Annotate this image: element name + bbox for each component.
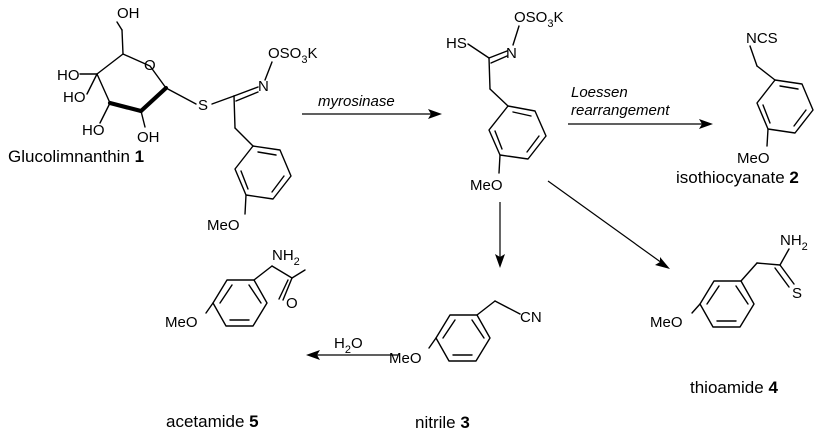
atom-oh: OH xyxy=(117,5,140,22)
arrow-hydrolysis: H2O xyxy=(306,335,398,360)
atom-thiol: HS xyxy=(446,35,467,52)
nitrile-group: CN xyxy=(520,309,542,326)
condition-rearrangement: rearrangement xyxy=(571,102,670,119)
nitrile-structure: CN MeO nitrile 3 xyxy=(389,300,542,432)
atom-methoxy: MeO xyxy=(207,217,240,234)
amide-nh2: NH2 xyxy=(272,247,300,268)
glucolimnanthin-structure: OH HO HO HO OH O S N OSO3K MeO Glucolimn… xyxy=(8,5,317,234)
atom-ho: HO xyxy=(63,89,86,106)
condition-myrosinase: myrosinase xyxy=(318,93,395,110)
arrow-to-thioamide xyxy=(547,180,670,269)
intermediate-structure: HS N OSO3K MeO xyxy=(446,9,563,194)
isothiocyanate-structure: NCS MeO isothiocyanate 2 xyxy=(676,30,814,187)
atom-ho: HO xyxy=(57,67,80,84)
compound-label-glucolimnanthin: Glucolimnanthin 1 xyxy=(8,147,144,166)
atom-oh: OH xyxy=(137,129,160,146)
condition-loessen: Loessen xyxy=(571,84,628,101)
sulfate-group: OSO3K xyxy=(514,9,563,30)
atom-methoxy: MeO xyxy=(737,150,770,167)
atom-nitrogen: N xyxy=(506,45,517,62)
condition-water: H2O xyxy=(334,335,363,356)
atom-ring-oxygen: O xyxy=(144,57,156,74)
arrow-loessen: Loessen rearrangement xyxy=(568,84,713,129)
atom-thiocarbonyl-sulfur: S xyxy=(792,285,802,302)
atom-sulfur: S xyxy=(198,97,208,114)
atom-methoxy: MeO xyxy=(165,314,198,331)
compound-label-thioamide: thioamide 4 xyxy=(690,378,778,397)
arrow-myrosinase: myrosinase xyxy=(302,93,442,119)
atom-methoxy: MeO xyxy=(650,314,683,331)
compound-label-nitrile: nitrile 3 xyxy=(415,413,470,432)
arrow-to-nitrile xyxy=(495,202,505,268)
atom-carbonyl-oxygen: O xyxy=(286,295,298,312)
compound-label-isothiocyanate: isothiocyanate 2 xyxy=(676,168,799,187)
acetamide-structure: NH2 O MeO acetamide 5 xyxy=(165,247,306,431)
thioamide-nh2: NH2 xyxy=(780,232,808,253)
sulfate-group: OSO3K xyxy=(268,45,317,66)
atom-nitrogen: N xyxy=(258,78,269,95)
atom-methoxy: MeO xyxy=(470,177,503,194)
atom-ho: HO xyxy=(82,122,105,139)
thioamide-structure: NH2 S MeO thioamide 4 xyxy=(650,232,808,397)
compound-label-acetamide: acetamide 5 xyxy=(166,412,259,431)
atom-methoxy: MeO xyxy=(389,350,422,367)
isothiocyanate-group: NCS xyxy=(746,30,778,47)
